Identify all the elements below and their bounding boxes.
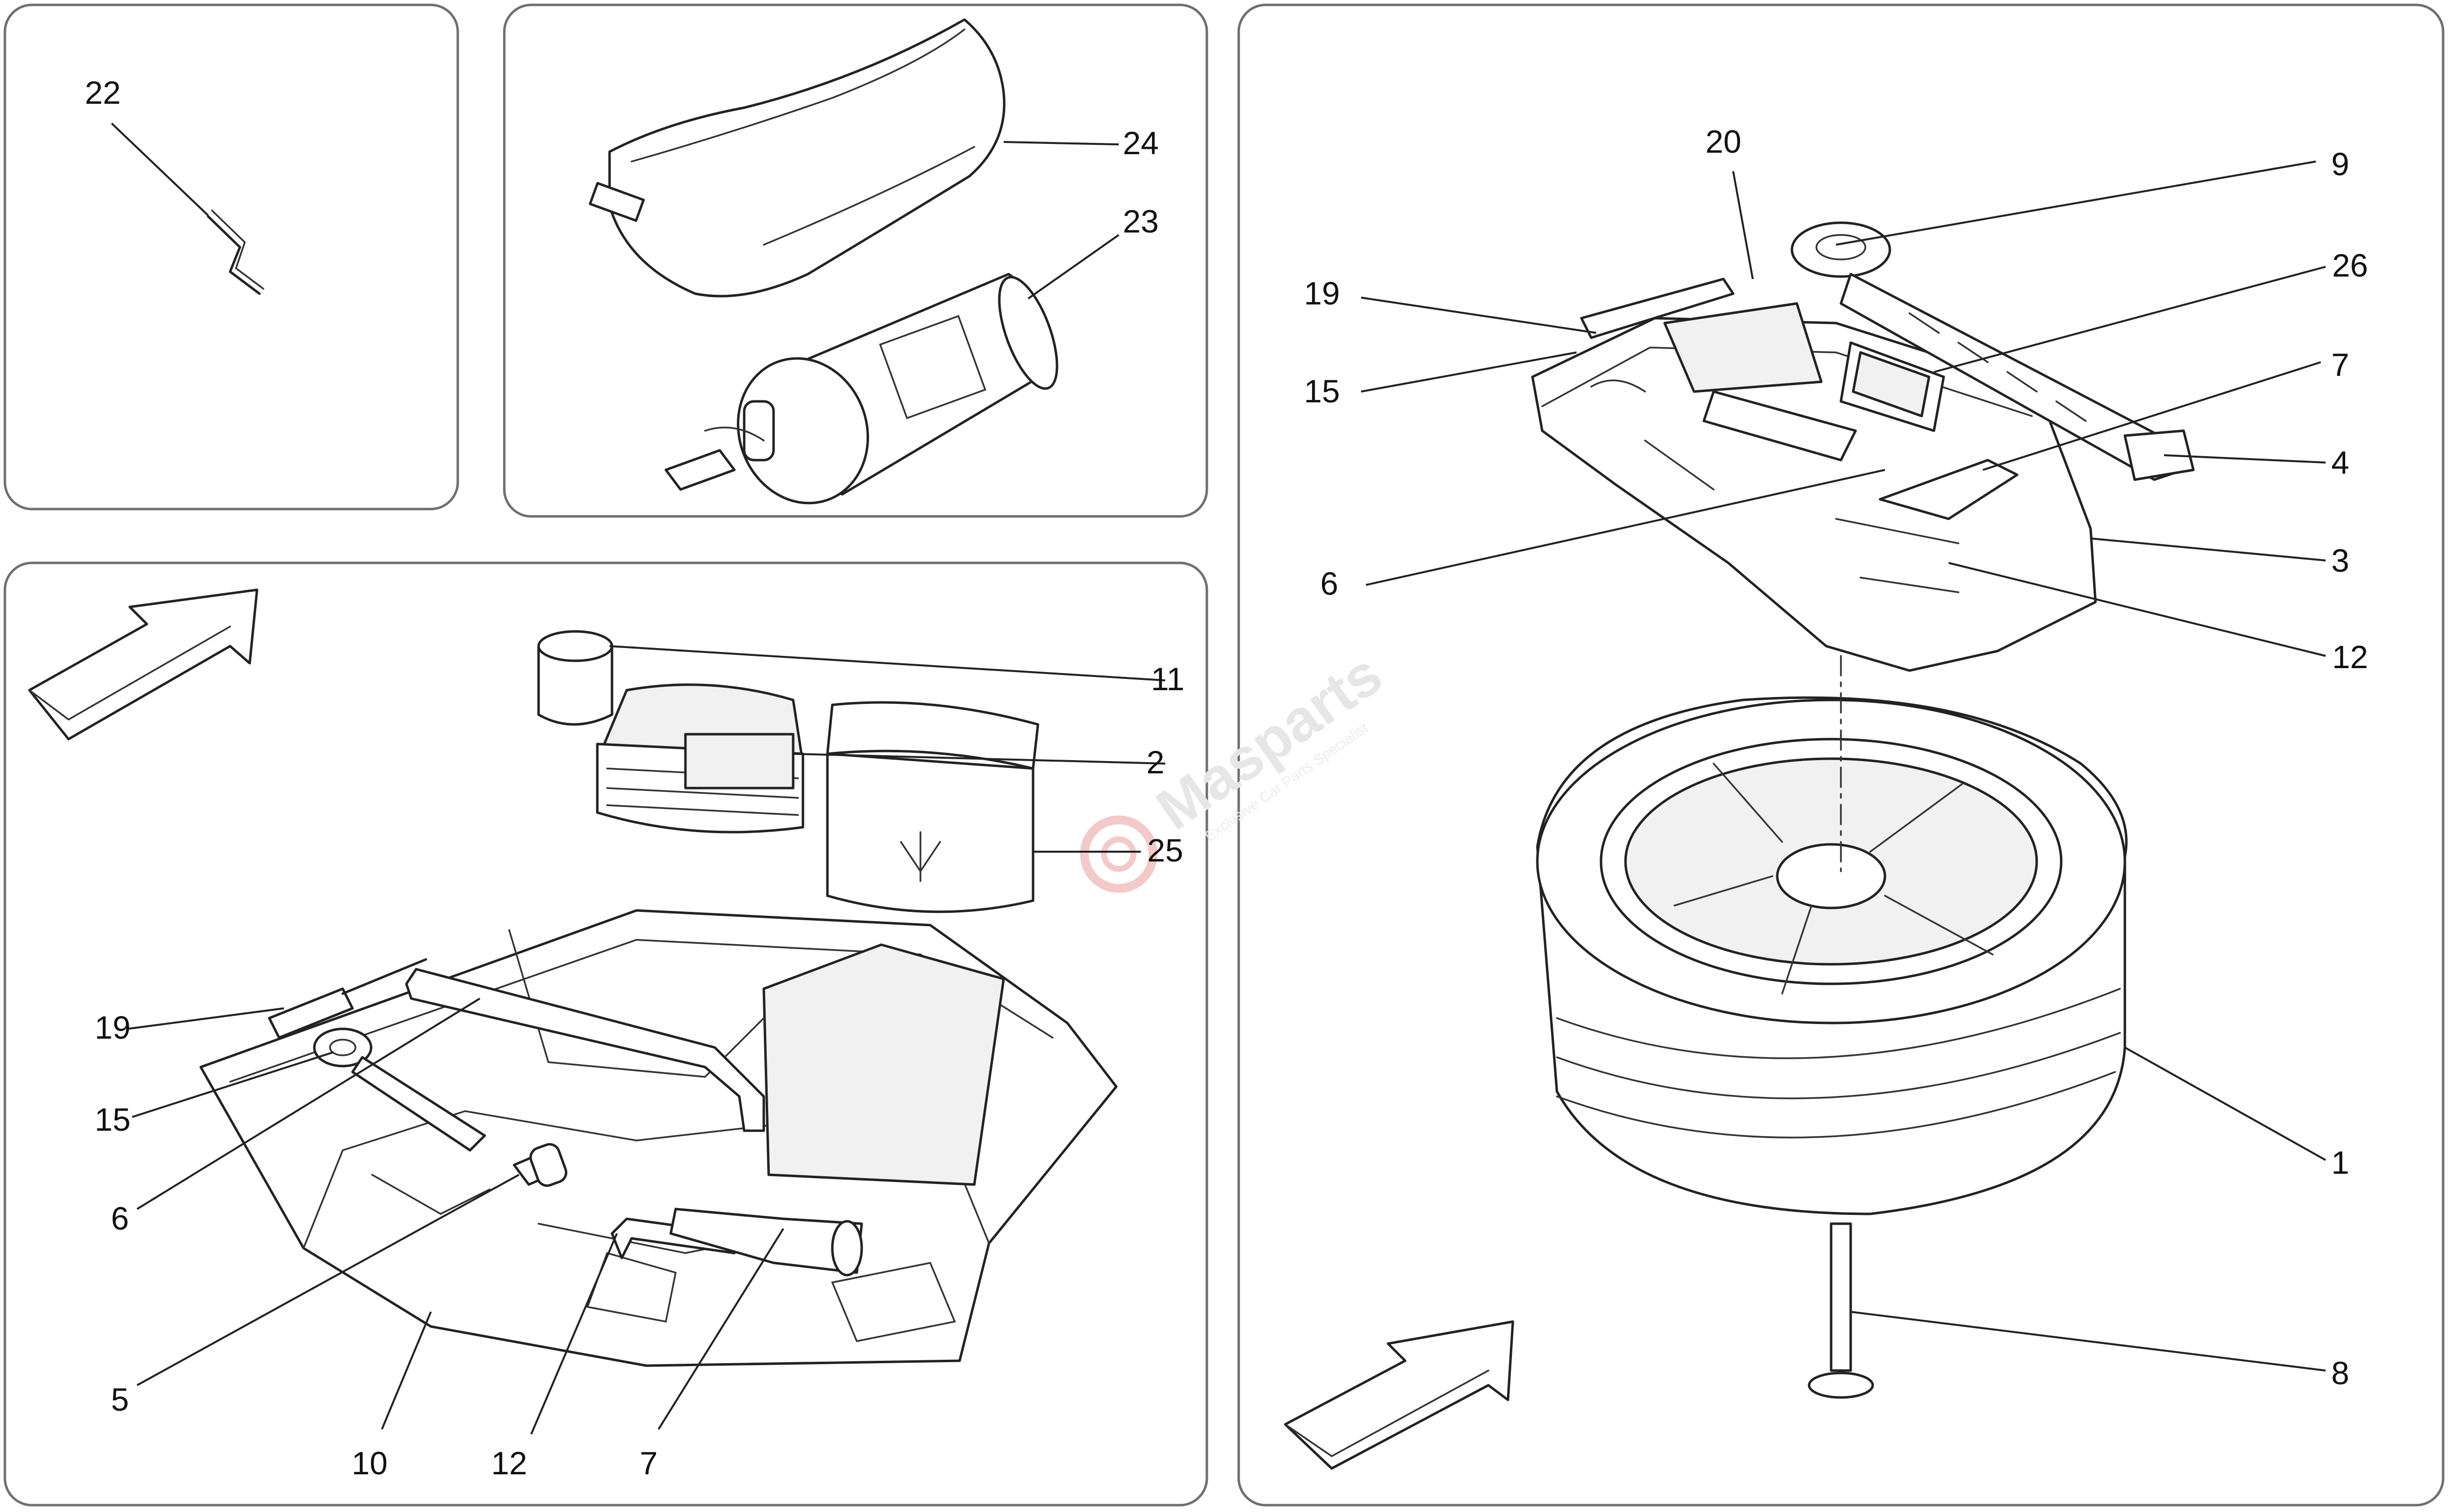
callout-11: 11 <box>1151 661 1185 697</box>
adapter-part <box>513 1143 567 1187</box>
socket-part <box>537 630 613 726</box>
hex-key-part <box>611 1217 736 1259</box>
watermark-logo-icon <box>1080 815 1157 893</box>
callout-25: 25 <box>1147 832 1183 868</box>
callout-24: 24 <box>1123 125 1158 161</box>
panel-top-left <box>3 3 459 511</box>
callout-2: 2 <box>1147 744 1165 780</box>
callout-1: 1 <box>2331 1144 2350 1181</box>
callout-6: 6 <box>111 1200 129 1236</box>
callout-7-right: 7 <box>2331 347 2350 383</box>
callout-20: 20 <box>1705 123 1741 160</box>
callout-19: 19 <box>94 1009 130 1046</box>
callout-15-right: 15 <box>1304 373 1340 409</box>
callout-7: 7 <box>640 1445 658 1481</box>
callout-labels: 22 24 23 11 2 25 19 15 6 5 10 12 7 20 9 … <box>85 74 2368 1481</box>
direction-arrow-icon <box>28 588 259 741</box>
callout-4: 4 <box>2331 444 2350 481</box>
callout-9: 9 <box>2331 146 2350 182</box>
pouch-part <box>826 701 1039 913</box>
callout-10: 10 <box>352 1445 387 1481</box>
callout-15: 15 <box>94 1101 130 1138</box>
allen-key-part <box>207 209 264 295</box>
jack-label-part <box>1839 341 1945 432</box>
jack-handle-part <box>669 1208 863 1277</box>
jack-base-part <box>2123 429 2195 481</box>
tool-bag-part <box>588 18 1006 298</box>
callout-8: 8 <box>2331 1355 2350 1391</box>
tow-eye-part <box>313 1027 486 1152</box>
wheel-bolt-part <box>1808 1222 1874 1399</box>
callout-19-right: 19 <box>1304 275 1340 311</box>
compressor-part <box>596 683 804 834</box>
leader-lines <box>111 122 2326 1435</box>
callout-5: 5 <box>111 1381 129 1418</box>
callout-6-right: 6 <box>1320 565 1339 602</box>
direction-arrow-icon-2 <box>1284 1320 1514 1470</box>
fire-extinguisher-part <box>664 273 1059 505</box>
callout-23: 23 <box>1123 203 1158 239</box>
callout-22: 22 <box>85 74 120 111</box>
callout-3: 3 <box>2331 542 2350 579</box>
spare-wheel-part <box>1536 696 2128 1215</box>
tool-tray-part <box>199 909 1118 1367</box>
lug-wrench-part <box>405 968 765 1132</box>
screwdriver-part <box>268 958 427 1039</box>
callout-26: 26 <box>2332 247 2368 283</box>
callout-12-right: 12 <box>2332 639 2368 675</box>
callout-12: 12 <box>491 1445 527 1481</box>
